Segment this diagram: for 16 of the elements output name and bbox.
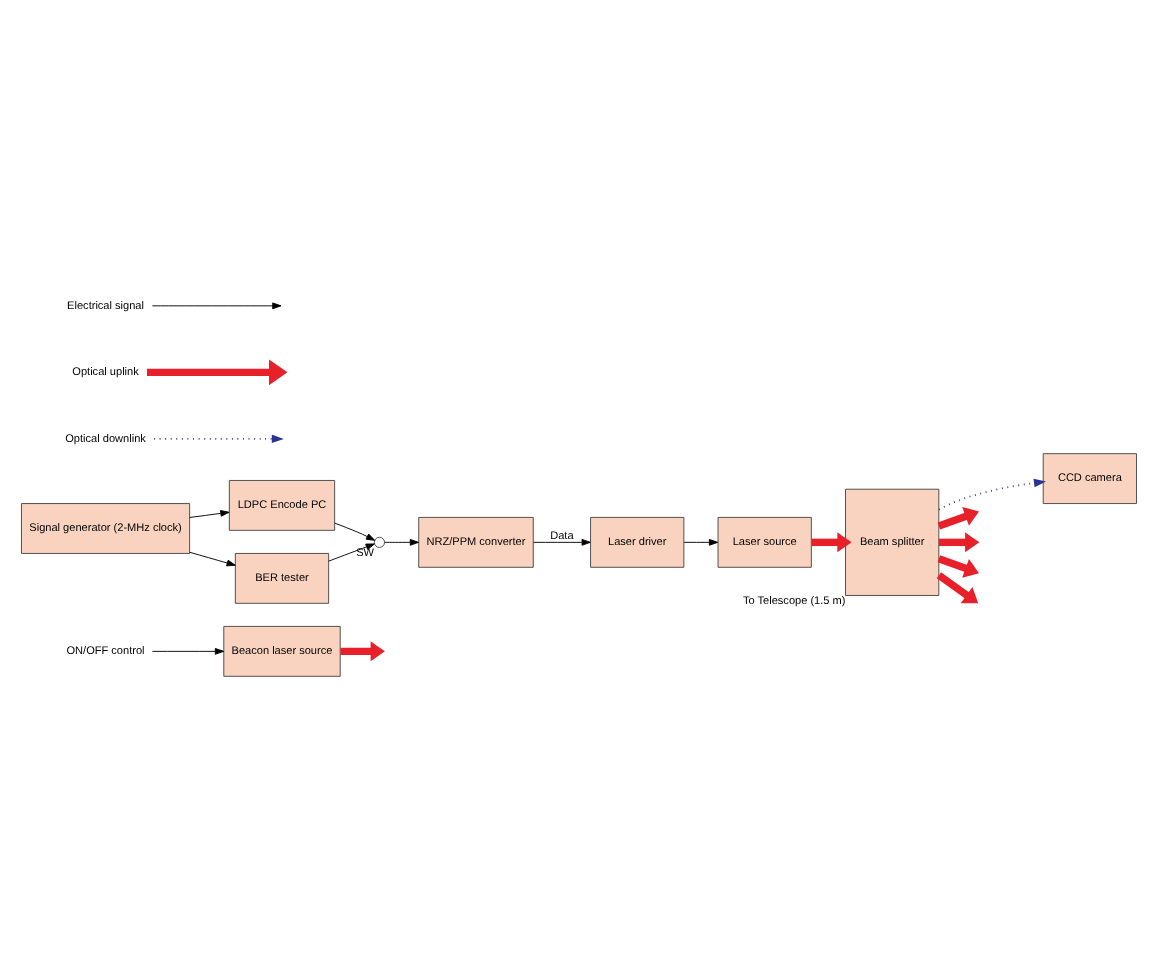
arrow (938, 478, 1046, 511)
arrow (937, 506, 980, 530)
arrow (189, 510, 230, 518)
arrow (151, 648, 225, 655)
arrow (340, 641, 385, 662)
arrow (937, 555, 980, 578)
arrow (328, 543, 375, 562)
arrow (384, 539, 420, 546)
arrow (189, 551, 236, 567)
node-circle (373, 536, 385, 548)
arrow (936, 572, 979, 604)
arrow (334, 522, 376, 541)
arrow (811, 532, 852, 553)
arrow (683, 539, 719, 546)
arrow (938, 532, 980, 553)
arrow (533, 539, 591, 546)
